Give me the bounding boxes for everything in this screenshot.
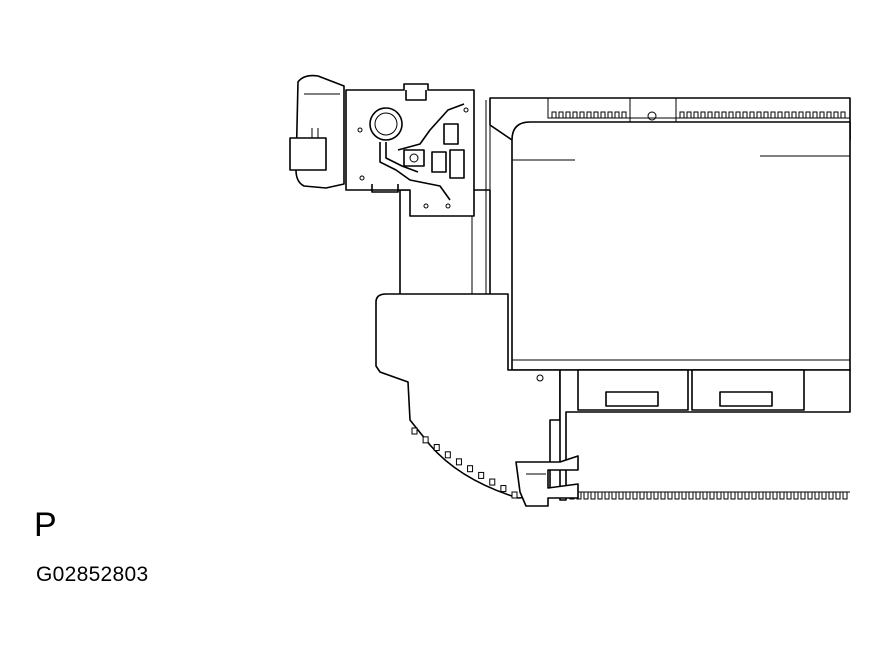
comb-tooth — [765, 491, 771, 500]
comb-tooth — [618, 491, 624, 500]
comb-tooth — [709, 491, 715, 500]
comb-tooth — [702, 491, 708, 500]
rib-tooth — [614, 111, 620, 119]
comb-tooth — [779, 491, 785, 500]
curve-tooth — [422, 436, 429, 444]
rib-tooth — [600, 111, 606, 119]
comb-tooth — [807, 491, 813, 500]
comb-tooth — [688, 491, 694, 500]
rib-tooth — [784, 111, 790, 119]
rib-tooth — [833, 111, 839, 119]
comb-tooth — [751, 491, 757, 500]
comb-tooth — [695, 491, 701, 500]
rib-tooth — [798, 111, 804, 119]
rib-tooth — [812, 111, 818, 119]
comb-tooth — [800, 491, 806, 500]
comb-tooth — [835, 491, 841, 500]
curve-tooth — [455, 458, 462, 466]
rib-tooth — [742, 111, 748, 119]
side-connector — [289, 74, 345, 189]
comb-tooth — [737, 491, 743, 500]
curve-tooth — [478, 471, 485, 479]
comb-tooth — [730, 491, 736, 500]
rib-tooth — [749, 111, 755, 119]
comb-tooth — [632, 491, 638, 500]
comb-tooth — [583, 491, 589, 500]
rib-tooth — [558, 111, 564, 119]
rib-tooth — [721, 111, 727, 119]
lower-housing — [375, 293, 561, 499]
rib-tooth — [565, 111, 571, 119]
comb-tooth — [814, 491, 820, 500]
comb-tooth — [758, 491, 764, 500]
comb-tooth — [611, 491, 617, 500]
comb-tooth — [597, 491, 603, 500]
comb-tooth — [716, 491, 722, 500]
rib-tooth — [763, 111, 769, 119]
main-body — [511, 121, 851, 371]
rib-tooth — [586, 111, 592, 119]
comb-tooth — [646, 491, 652, 500]
comb-tooth — [639, 491, 645, 500]
retaining-clip — [515, 455, 579, 507]
rib-tooth — [714, 111, 720, 119]
curve-tooth — [511, 491, 518, 499]
comb-tooth — [786, 491, 792, 500]
rib-tooth — [551, 111, 557, 119]
comb-tooth — [653, 491, 659, 500]
rib-tooth — [735, 111, 741, 119]
rib-tooth — [593, 111, 599, 119]
bottom-strip — [559, 369, 851, 501]
rib-tooth — [805, 111, 811, 119]
rib-tooth — [579, 111, 585, 119]
comb-tooth — [667, 491, 673, 500]
comb-tooth — [681, 491, 687, 500]
rib-tooth — [791, 111, 797, 119]
curve-tooth — [467, 465, 474, 473]
rib-tooth — [679, 111, 685, 119]
comb-tooth — [793, 491, 799, 500]
curve-tooth — [411, 427, 418, 435]
rib-tooth — [777, 111, 783, 119]
curve-tooth — [433, 444, 440, 452]
bottom-comb-teeth — [569, 491, 848, 500]
comb-tooth — [625, 491, 631, 500]
rib-tooth — [770, 111, 776, 119]
rib-tooth — [840, 111, 846, 119]
rib-tooth — [572, 111, 578, 119]
rib-tooth — [686, 111, 692, 119]
circuit-plate — [345, 83, 475, 217]
rib-tooth — [819, 111, 825, 119]
rib-tooth — [693, 111, 699, 119]
curve-tooth — [500, 485, 507, 493]
comb-tooth — [660, 491, 666, 500]
view-letter: P — [34, 506, 57, 544]
rib-tooth — [756, 111, 762, 119]
curve-tooth — [489, 478, 496, 486]
rib-tooth — [826, 111, 832, 119]
figure-code: G02852803 — [36, 563, 149, 586]
curve-tooth — [444, 451, 451, 459]
comb-tooth — [842, 491, 848, 500]
comb-tooth — [772, 491, 778, 500]
rib-tooth — [728, 111, 734, 119]
rib-tooth — [621, 111, 627, 119]
comb-tooth — [723, 491, 729, 500]
comb-tooth — [604, 491, 610, 500]
lower-curve-teeth — [411, 427, 518, 499]
upper-rib-teeth — [551, 111, 846, 119]
rib-tooth — [707, 111, 713, 119]
comb-tooth — [590, 491, 596, 500]
rib-tooth — [607, 111, 613, 119]
comb-tooth — [821, 491, 827, 500]
comb-tooth — [674, 491, 680, 500]
comb-tooth — [744, 491, 750, 500]
rib-tooth — [700, 111, 706, 119]
comb-tooth — [828, 491, 834, 500]
